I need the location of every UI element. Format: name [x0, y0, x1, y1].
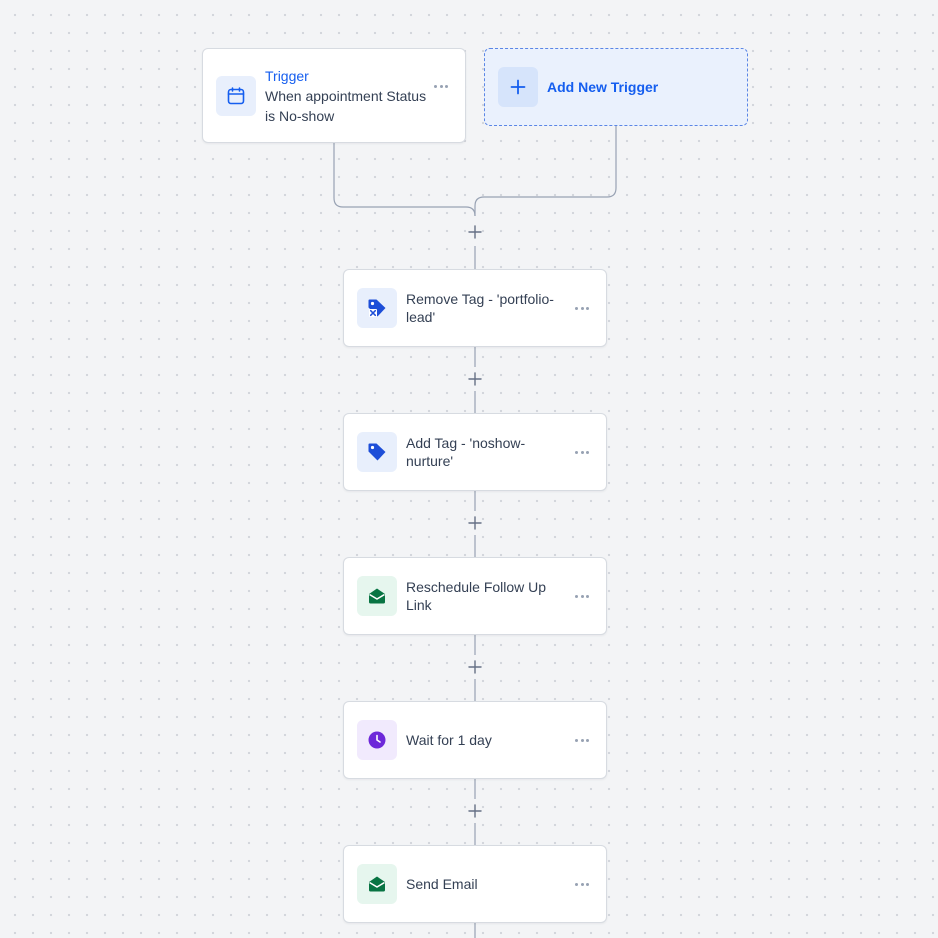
step-more-options-icon[interactable]	[572, 443, 592, 461]
step-label: Send Email	[406, 876, 478, 892]
step-label: Remove Tag - 'portfolio-lead'	[406, 291, 554, 325]
step-label: Reschedule Follow Up Link	[406, 579, 547, 613]
add-step-plus-icon[interactable]	[465, 222, 485, 242]
step-send-email[interactable]: Send Email	[343, 845, 607, 923]
email-open-icon	[357, 864, 397, 904]
add-step-plus-icon[interactable]	[465, 657, 485, 677]
step-reschedule-follow-up-link[interactable]: Reschedule Follow Up Link	[343, 557, 607, 635]
add-new-trigger-label: Add New Trigger	[547, 79, 659, 95]
trigger-title: Trigger	[265, 67, 309, 84]
plus-icon	[498, 67, 538, 107]
step-more-options-icon[interactable]	[572, 299, 592, 317]
step-more-options-icon[interactable]	[572, 587, 592, 605]
step-remove-tag[interactable]: Remove Tag - 'portfolio-lead'	[343, 269, 607, 347]
email-open-icon	[357, 576, 397, 616]
add-step-plus-icon[interactable]	[465, 513, 485, 533]
trigger-card[interactable]: Trigger When appointment Status is No-sh…	[202, 48, 466, 143]
tag-remove-icon	[357, 288, 397, 328]
step-add-tag[interactable]: Add Tag - 'noshow-nurture'	[343, 413, 607, 491]
step-label: Wait for 1 day	[406, 732, 492, 748]
trigger-description: When appointment Status is No-show	[265, 87, 427, 124]
step-more-options-icon[interactable]	[572, 875, 592, 893]
calendar-icon	[216, 75, 256, 116]
clock-icon	[357, 720, 397, 760]
add-step-plus-icon[interactable]	[465, 801, 485, 821]
trigger-more-options-icon[interactable]	[431, 78, 451, 96]
add-new-trigger-button[interactable]: Add New Trigger	[484, 48, 748, 126]
step-wait[interactable]: Wait for 1 day	[343, 701, 607, 779]
step-label: Add Tag - 'noshow-nurture'	[406, 435, 526, 469]
step-more-options-icon[interactable]	[572, 731, 592, 749]
tag-icon	[357, 432, 397, 472]
add-step-plus-icon[interactable]	[465, 369, 485, 389]
trigger-text: Trigger When appointment Status is No-sh…	[265, 66, 427, 126]
